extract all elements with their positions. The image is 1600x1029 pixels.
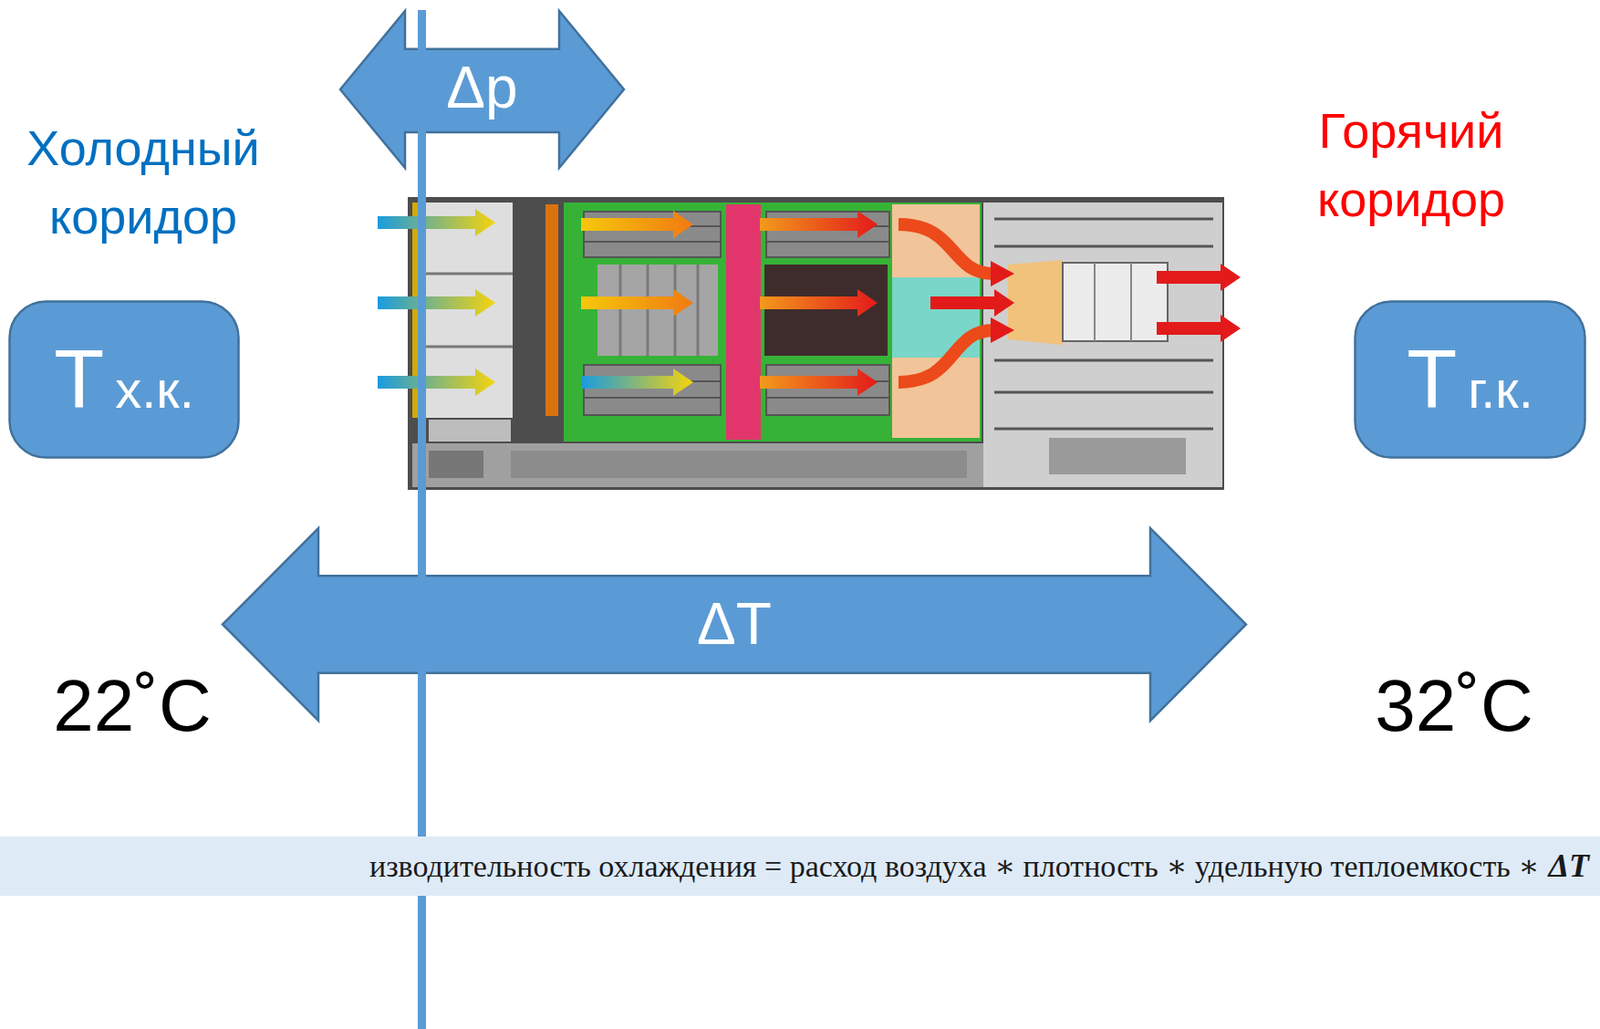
- server-chassis: [583, 396, 721, 399]
- aisle-label: Горячий коридор: [1265, 96, 1558, 234]
- server-chassis: [983, 202, 1223, 488]
- pressure-arrow: Δp: [339, 10, 625, 169]
- server-chassis: [510, 450, 967, 478]
- airflow-arrows: [759, 210, 878, 239]
- server-chassis: [1062, 262, 1168, 342]
- airflow-arrows: [990, 317, 1015, 343]
- pressure-arrow-text: Δp: [446, 54, 518, 121]
- server-chassis: [766, 240, 890, 243]
- formula-band-text-row: изводительность охлаждения = расход возд…: [369, 848, 1590, 885]
- server-chassis: [545, 204, 559, 416]
- server-chassis: [619, 264, 623, 356]
- temperature-value: 32˚C: [1344, 662, 1564, 750]
- boundary-line: [417, 895, 426, 1029]
- airflow-arrows: [377, 368, 496, 396]
- temperature-box-text-row: Тх.к.: [53, 334, 195, 426]
- temperature-difference-arrow-shape: [222, 528, 1247, 721]
- temperature-difference-arrow-text-row: ΔT: [696, 592, 772, 656]
- temperature-box-text: Т: [1406, 333, 1457, 426]
- temperature-box: Тх.к.: [8, 300, 240, 459]
- server-chassis: [696, 264, 700, 356]
- server-chassis: [563, 202, 982, 442]
- airflow-arrows: [377, 208, 496, 237]
- temperature-box-shape: [1355, 301, 1586, 458]
- airflow-arrows: [581, 210, 694, 239]
- pressure-arrow-shape: [340, 10, 624, 168]
- server-chassis: [428, 450, 484, 478]
- airflow-arrows: [581, 289, 694, 317]
- formula-band-text: ΔT: [1548, 847, 1590, 884]
- formula-band: изводительность охлаждения = расход возд…: [0, 836, 1600, 896]
- server-chassis: [1049, 437, 1186, 475]
- temperature-value: 22˚C: [22, 662, 242, 750]
- server-chassis: [726, 204, 761, 440]
- server-chassis: [597, 264, 718, 356]
- server-chassis: [994, 245, 1214, 249]
- boundary-line: [417, 10, 426, 837]
- temperature-box-text: х.к.: [114, 359, 195, 419]
- pressure-arrow-text-row: Δp: [446, 55, 518, 120]
- airflow-arrows: [759, 368, 878, 396]
- server-chassis: [994, 427, 1214, 431]
- server-chassis: [425, 345, 513, 349]
- server-chassis: [994, 391, 1214, 395]
- airflow-arrows: [1156, 263, 1241, 291]
- server-chassis: [1130, 262, 1133, 342]
- airflow-arrows: [377, 289, 496, 317]
- temperature-difference-arrow-text: ΔT: [696, 591, 772, 657]
- server-chassis: [766, 396, 890, 399]
- aisle-label: Холодный коридор: [0, 114, 290, 251]
- server-chassis: [766, 364, 890, 416]
- server-chassis: [428, 419, 511, 442]
- temperature-box: Тг.к.: [1353, 300, 1587, 459]
- server-chassis: [412, 443, 988, 488]
- formula-band-text: изводительность охлаждения = расход возд…: [369, 849, 1539, 884]
- server-chassis: [583, 240, 721, 243]
- airflow-arrows: [898, 224, 995, 274]
- server-chassis: [1093, 262, 1096, 342]
- temperature-box-text: Т: [53, 333, 104, 426]
- server-chassis: [646, 264, 650, 356]
- server-chassis: [425, 272, 513, 276]
- server-chassis: [994, 218, 1214, 221]
- airflow-arrows: [759, 289, 878, 317]
- airflow-arrows: [581, 368, 694, 396]
- airflow-arrows: [377, 208, 1241, 396]
- server-chassis: [1007, 259, 1063, 345]
- airflow-arrows: [990, 260, 1015, 287]
- temperature-box-shape: [10, 301, 239, 458]
- temperature-difference-arrow: ΔT: [221, 527, 1247, 722]
- server-chassis: [407, 197, 1225, 490]
- airflow-arrows: [1156, 314, 1241, 343]
- airflow-arrows: [930, 289, 1015, 317]
- temperature-box-text-row: Тг.к.: [1406, 334, 1534, 426]
- server-chassis: [407, 197, 1225, 490]
- temperature-box-text: г.к.: [1467, 359, 1534, 419]
- server-chassis: [764, 264, 888, 356]
- server-chassis: [583, 364, 721, 416]
- airflow-arrows: [898, 330, 995, 383]
- server-chassis: [994, 359, 1214, 363]
